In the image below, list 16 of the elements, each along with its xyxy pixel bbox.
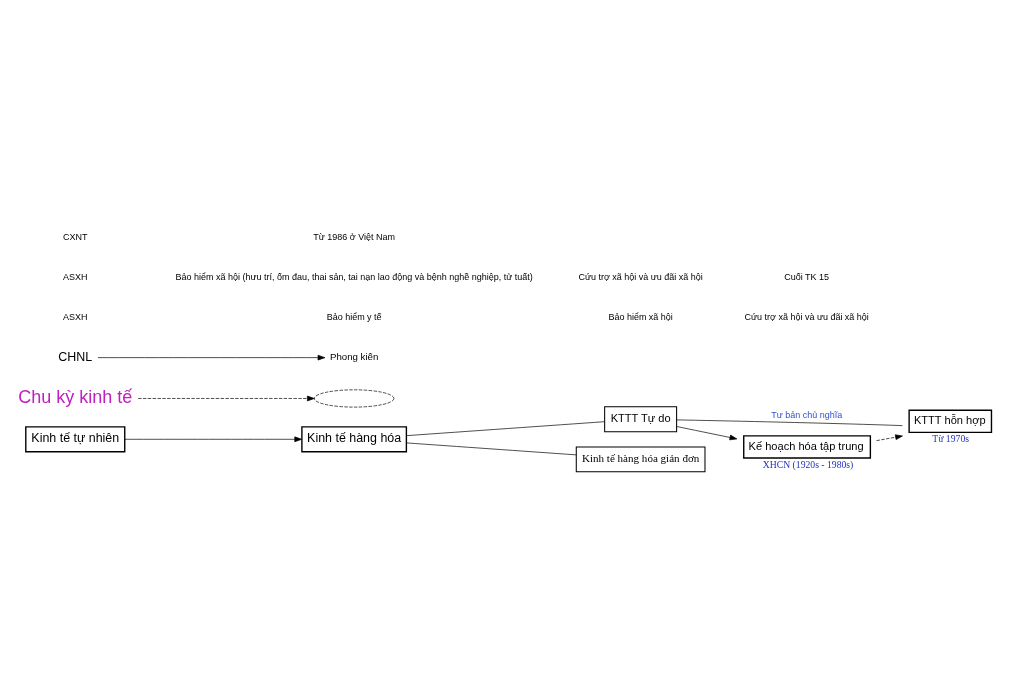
edge-label: Tư bản chủ nghĩa (771, 410, 843, 421)
label: ASXH (63, 271, 88, 282)
node-text: Chu kỳ kinh tế (18, 386, 133, 407)
label: Cứu trợ xã hội và ưu đãi xã hội (578, 271, 703, 282)
label: Từ 1986 ở Việt Nam (313, 231, 395, 242)
label: Bảo hiểm xã hội (hưu trí, ốm đau, thai sản, tai nạn lao động và bệnh nghề nghiệp, tử tuất) (175, 271, 533, 282)
node-label: Từ 1970s (932, 433, 969, 445)
label: Cuối TK 15 (784, 271, 830, 282)
node-text: CHNL (58, 349, 93, 364)
node-text: Phong kiến (329, 351, 379, 363)
label: Bảo hiểm xã hội (608, 311, 673, 322)
node-label: XHCN (1920s - 1980s) (762, 458, 854, 470)
label: Cứu trợ xã hội và ưu đãi xã hội (744, 311, 869, 322)
label: ASXH (63, 311, 88, 322)
label: CXNT (63, 231, 88, 242)
label: Bảo hiểm y tế (326, 311, 382, 322)
